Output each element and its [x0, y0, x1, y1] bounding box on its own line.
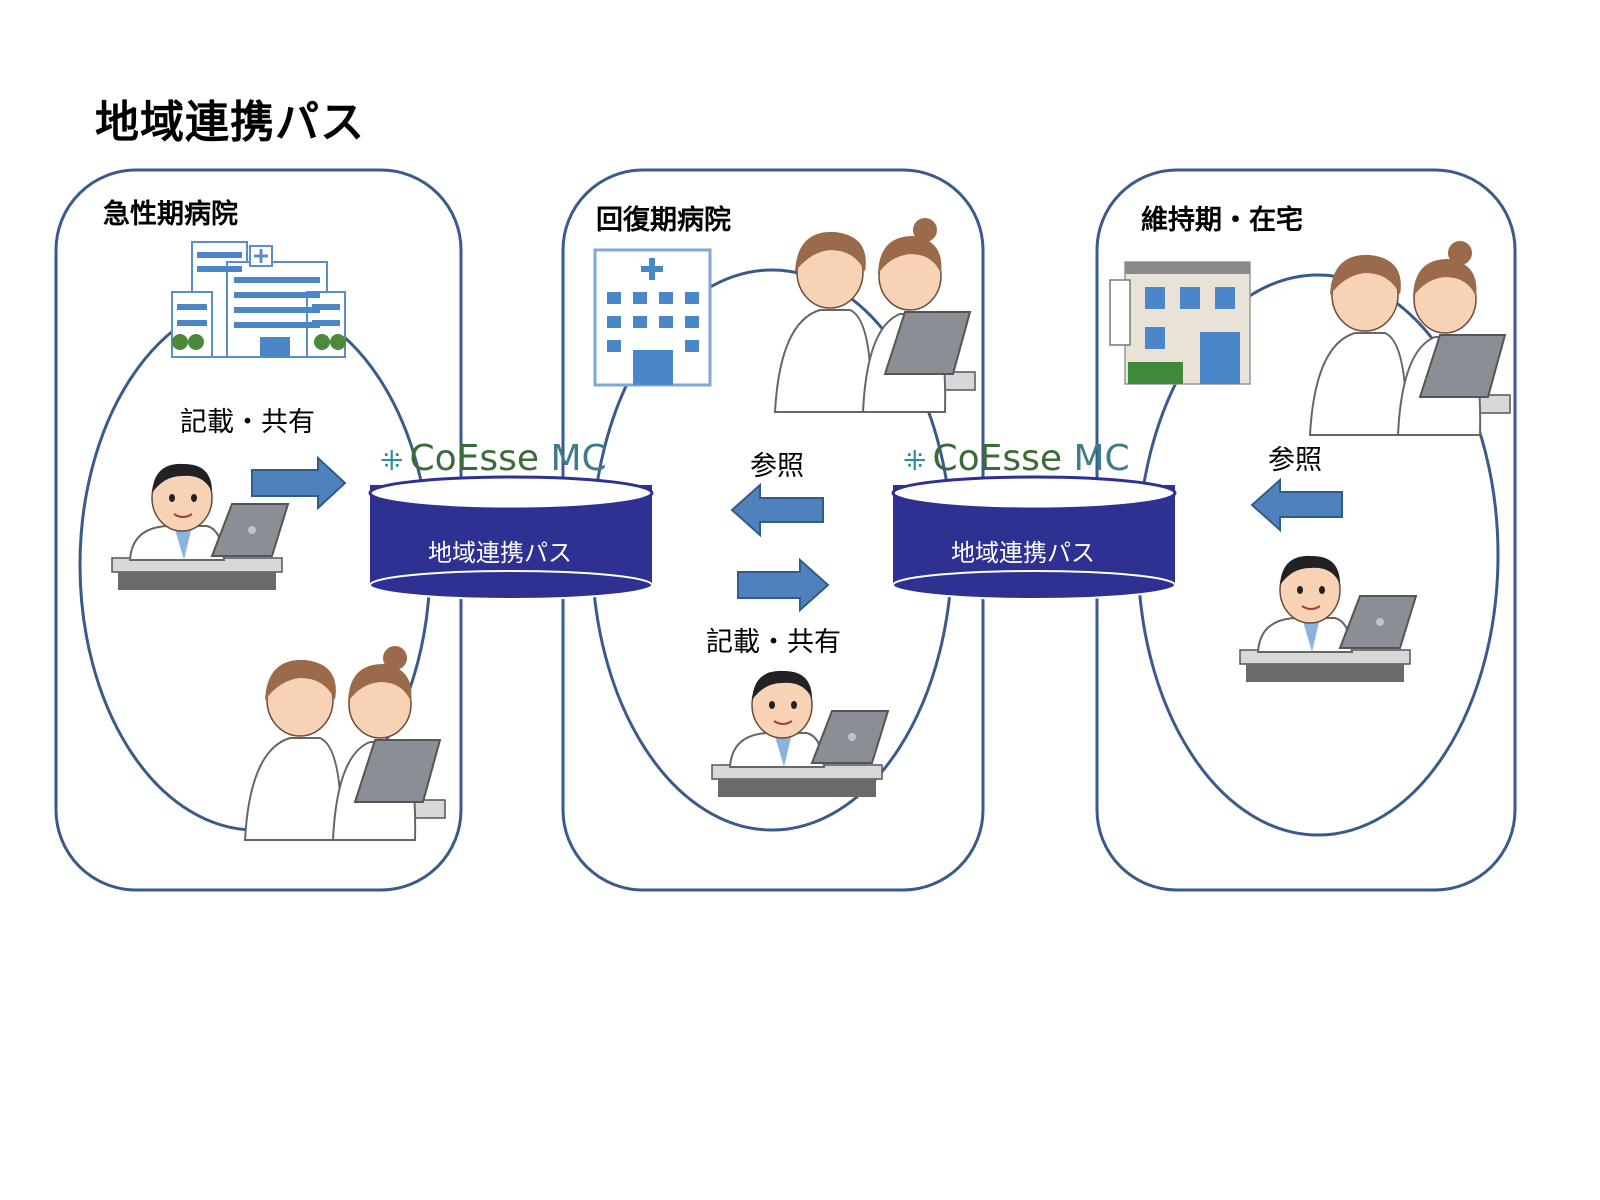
doctor-illustration-recovery [711, 669, 889, 798]
hospital-building-icon [171, 241, 346, 358]
coesse-logo-2: ⁜CoEsse MC [903, 438, 1130, 479]
database-cylinder-1 [368, 475, 654, 600]
panel-label-maintenance: 維持期・在宅 [1141, 205, 1303, 236]
arrow-maintenance-refer [1250, 477, 1343, 533]
care-facility-icon [1109, 261, 1251, 385]
logo-text: CoEsse [932, 438, 1063, 479]
arrow-acute-to-db [251, 455, 347, 511]
database-label-1: 地域連携パス [428, 539, 572, 567]
logo-suffix: MC [550, 438, 607, 479]
action-label-recovery: 記載・共有 [706, 627, 841, 658]
refer-label-maintenance: 参照 [1268, 445, 1322, 476]
doctor-illustration-maintenance [1239, 554, 1417, 683]
coesse-mark-icon: ⁜ [903, 444, 927, 477]
nurses-illustration-recovery [774, 217, 976, 413]
arrow-recovery-write [737, 557, 830, 613]
panel-label-acute: 急性期病院 [103, 199, 238, 230]
logo-suffix: MC [1073, 438, 1130, 479]
refer-label-recovery: 参照 [750, 451, 804, 482]
database-cylinder-2 [891, 475, 1177, 600]
coesse-mark-icon: ⁜ [380, 444, 404, 477]
arrow-recovery-refer [730, 482, 824, 538]
logo-text: CoEsse [409, 438, 540, 479]
nurses-illustration-maintenance [1309, 240, 1511, 436]
action-label-acute: 記載・共有 [180, 407, 315, 438]
coesse-logo-1: ⁜CoEsse MC [380, 438, 607, 479]
panel-label-recovery: 回復期病院 [596, 205, 731, 236]
page-title: 地域連携パス [95, 97, 365, 148]
clinic-building-icon [593, 248, 712, 387]
database-label-2: 地域連携パス [951, 539, 1095, 567]
